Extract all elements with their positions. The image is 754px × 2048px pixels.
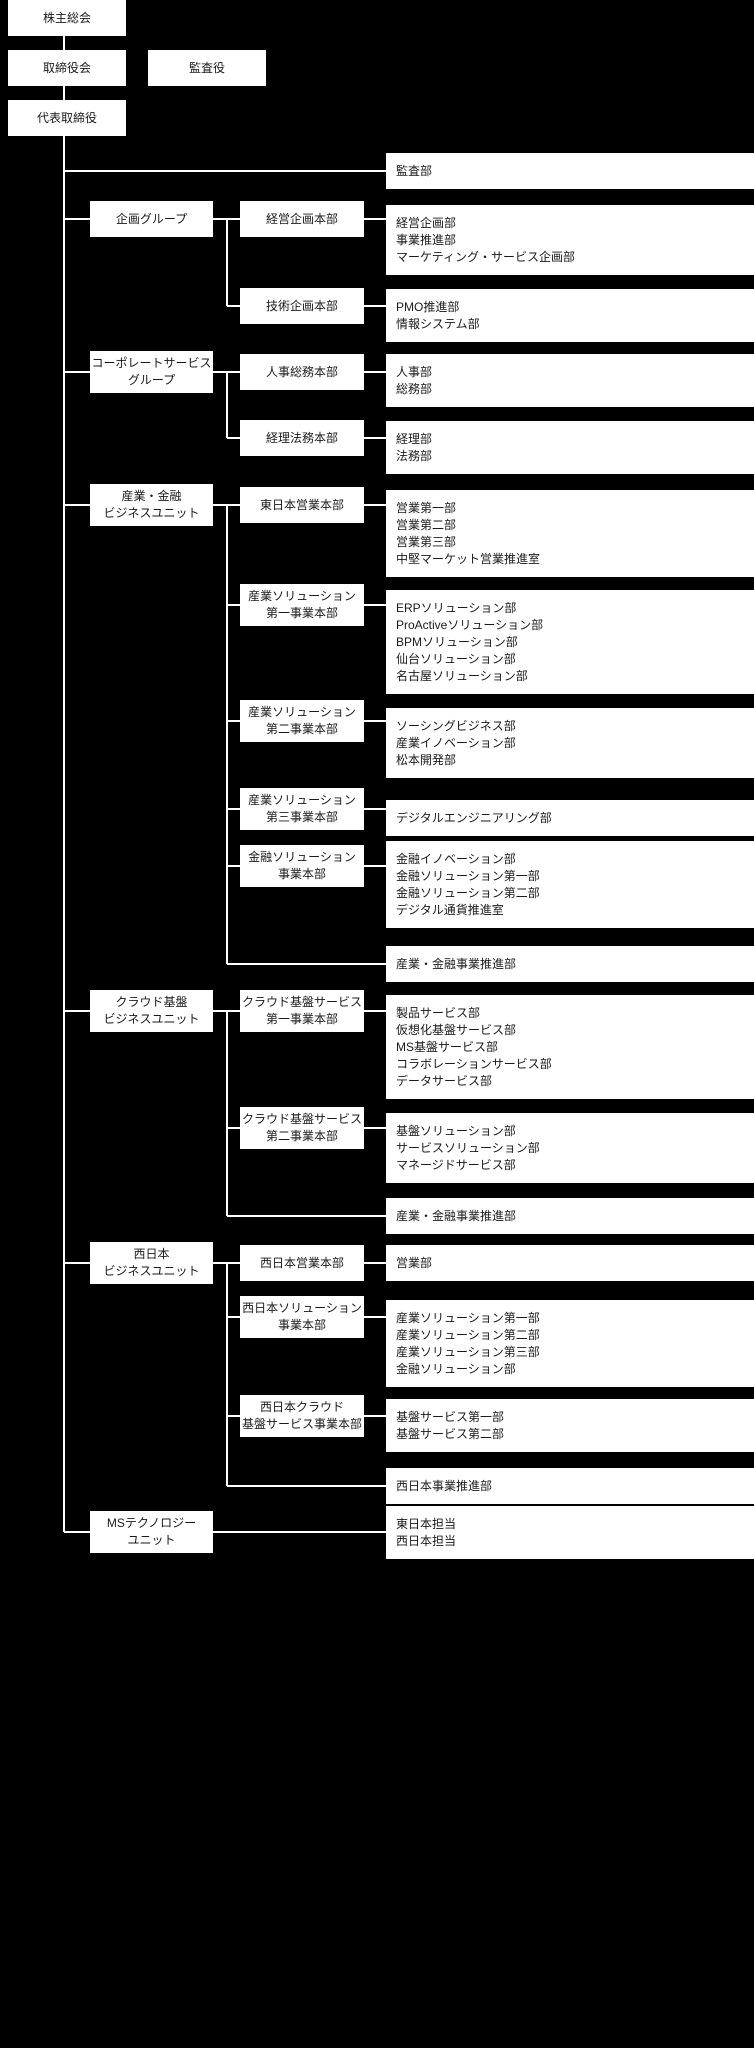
connector-line [227,437,240,439]
node-division-industry-solution-3-hq: 産業ソリューション 第三事業本部 [240,788,364,830]
node-division-industry-solution-2-hq: 産業ソリューション 第二事業本部 [240,700,364,742]
dept-list-east-japan-sales: 営業第一部 営業第二部 営業第三部 中堅マーケット営業推進室 [386,490,754,577]
node-division-financial-solution-hq: 金融ソリューション 事業本部 [240,845,364,887]
connector-line [64,1010,90,1012]
node-division-east-japan-sales-hq: 東日本営業本部 [240,487,364,523]
connector-line [364,1316,386,1318]
dept-list-west-japan-cloud-infra: 基盤サービス第一部 基盤サービス第二部 [386,1399,754,1452]
dept-list-corporate-planning: 経営企画部 事業推進部 マーケティング・サービス企画部 [386,205,754,275]
node-corporate-auditors: 監査役 [148,50,266,86]
node-group-corporate-services: コーポレートサービス グループ [90,351,213,393]
connector-line [227,1415,240,1417]
node-bu-cloud-infrastructure: クラウド基盤 ビジネスユニット [90,990,213,1032]
node-division-corporate-planning-hq: 経営企画本部 [240,201,364,237]
connector-line [227,1127,240,1129]
connector-line [364,865,386,867]
node-division-industry-solution-1-hq: 産業ソリューション 第一事業本部 [240,584,364,626]
node-industry-finance-promotion-dept: 産業・金融事業推進部 [386,946,754,982]
connector-line [226,1011,228,1216]
connector-line [364,604,386,606]
node-shareholders-meeting: 株主総会 [8,0,126,36]
connector-line [226,372,228,438]
connector-line [226,505,228,964]
dept-list-financial-solution: 金融イノベーション部 金融ソリューション第一部 金融ソリューション第二部 デジタ… [386,841,754,928]
connector-line [64,1262,90,1264]
connector-line [364,720,386,722]
connector-line [64,170,386,172]
connector-line [213,1531,386,1533]
connector-line [227,865,240,867]
node-bu-industry-finance: 産業・金融 ビジネスユニット [90,484,213,526]
connector-line [64,371,90,373]
dept-list-industry-solution-1: ERPソリューション部 ProActiveソリューション部 BPMソリューション… [386,590,754,694]
node-industry-finance-promotion-dept-2: 産業・金融事業推進部 [386,1198,754,1234]
connector-line [227,1485,386,1487]
dept-list-industry-solution-3: デジタルエンジニアリング部 [386,800,754,836]
connector-line [63,36,65,50]
node-division-west-japan-sales-hq: 西日本営業本部 [240,1245,364,1281]
connector-line [64,1531,90,1533]
node-division-west-japan-solution-hq: 西日本ソリューション 事業本部 [240,1296,364,1338]
dept-list-accounting-legal: 経理部 法務部 [386,421,754,474]
dept-list-ms-technology: 東日本担当 西日本担当 [386,1506,754,1559]
connector-line [364,1262,386,1264]
node-bu-west-japan: 西日本 ビジネスユニット [90,1242,213,1284]
node-audit-department: 監査部 [386,153,754,189]
node-division-accounting-legal-hq: 経理法務本部 [240,420,364,456]
connector-line [364,371,386,373]
connector-line [227,720,240,722]
connector-line [227,1316,240,1318]
connector-line [226,219,228,306]
node-group-planning: 企画グループ [90,201,213,237]
node-representative-director: 代表取締役 [8,100,126,136]
connector-line [63,86,65,100]
connector-line [227,305,240,307]
dept-list-cloud-infra-service-1: 製品サービス部 仮想化基盤サービス部 MS基盤サービス部 コラボレーションサービ… [386,995,754,1099]
connector-line [226,1263,228,1486]
connector-line [364,305,386,307]
node-division-cloud-infra-service-2-hq: クラウド基盤サービス 第二事業本部 [240,1107,364,1149]
node-division-cloud-infra-service-1-hq: クラウド基盤サービス 第一事業本部 [240,990,364,1032]
node-board-of-directors: 取締役会 [8,50,126,86]
dept-list-west-japan-solution: 産業ソリューション第一部 産業ソリューション第二部 産業ソリューション第三部 金… [386,1300,754,1387]
connector-line [227,808,240,810]
dept-list-technology-planning: PMO推進部 情報システム部 [386,289,754,342]
node-west-japan-promotion-dept: 西日本事業推進部 [386,1468,754,1504]
dept-list-cloud-infra-service-2: 基盤ソリューション部 サービスソリューション部 マネージドサービス部 [386,1113,754,1183]
dept-list-west-japan-sales: 営業部 [386,1245,754,1281]
dept-list-industry-solution-2: ソーシングビジネス部 産業イノベーション部 松本開発部 [386,708,754,778]
connector-line [227,963,386,965]
node-division-technology-planning-hq: 技術企画本部 [240,288,364,324]
node-division-hr-general-affairs-hq: 人事総務本部 [240,354,364,390]
node-division-west-japan-cloud-infra-hq: 西日本クラウド 基盤サービス事業本部 [240,1395,364,1437]
connector-line [64,504,90,506]
connector-line [64,218,90,220]
connector-line [364,504,386,506]
connector-line [364,437,386,439]
connector-line [364,1127,386,1129]
node-unit-ms-technology: MSテクノロジー ユニット [90,1511,213,1553]
dept-list-hr-general-affairs: 人事部 総務部 [386,354,754,407]
connector-line [364,808,386,810]
connector-line [364,1415,386,1417]
connector-line [227,604,240,606]
connector-line [63,136,65,1532]
connector-line [227,1215,386,1217]
connector-line [364,1010,386,1012]
connector-line [364,218,386,220]
